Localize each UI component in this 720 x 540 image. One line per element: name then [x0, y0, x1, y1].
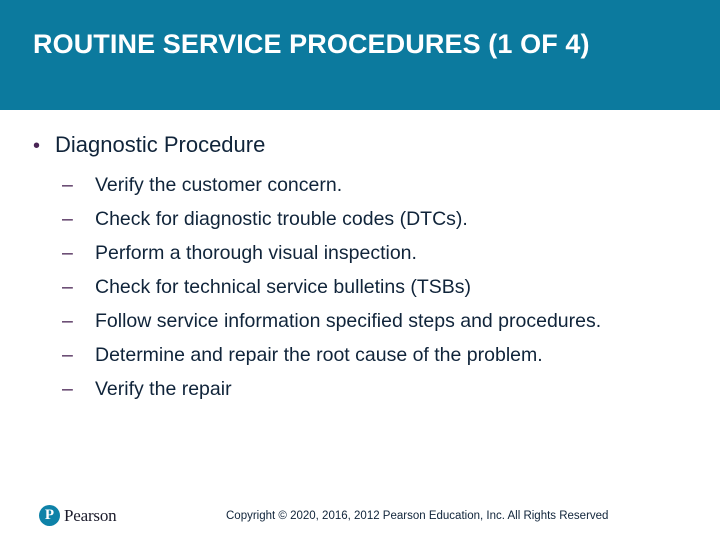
sub-bullet-label: Verify the customer concern.	[95, 174, 343, 196]
copyright-notice: Copyright © 2020, 2016, 2012 Pearson Edu…	[226, 510, 609, 522]
en-dash-icon: –	[62, 310, 73, 332]
en-dash-icon: –	[62, 344, 73, 366]
en-dash-icon: –	[62, 174, 73, 196]
bullet-level1: • Diagnostic Procedure	[0, 130, 690, 161]
sub-bullet-item: –Verify the customer concern.	[0, 168, 700, 202]
sub-bullet-label: Verify the repair	[95, 378, 232, 400]
sub-bullet-item: –Check for technical service bulletins (…	[0, 270, 700, 304]
sub-bullet-item: –Determine and repair the root cause of …	[0, 338, 700, 372]
sub-bullet-label: Perform a thorough visual inspection.	[95, 242, 417, 264]
sub-bullet-item: –Follow service information specified st…	[0, 304, 700, 338]
pearson-wordmark: Pearson	[64, 506, 117, 525]
pearson-p-icon: P	[39, 505, 60, 526]
sub-bullet-label: Check for diagnostic trouble codes (DTCs…	[95, 208, 468, 230]
bullet-dot-icon: •	[33, 135, 41, 157]
en-dash-icon: –	[62, 242, 73, 264]
sub-bullet-item: –Check for diagnostic trouble codes (DTC…	[0, 202, 700, 236]
pearson-logo: P Pearson	[39, 505, 117, 526]
en-dash-icon: –	[62, 276, 73, 298]
sub-bullet-label: Check for technical service bulletins (T…	[95, 276, 472, 298]
en-dash-icon: –	[62, 208, 73, 230]
sub-bullet-item: –Verify the repair	[0, 372, 700, 406]
title-banner: ROUTINE SERVICE PROCEDURES (1 OF 4)	[0, 0, 720, 110]
bullet-level1-row: • Diagnostic Procedure	[0, 130, 690, 161]
slide-footer: P Pearson Copyright © 2020, 2016, 2012 P…	[0, 498, 720, 540]
sub-bullet-label: Determine and repair the root cause of t…	[95, 344, 543, 366]
slide-title: ROUTINE SERVICE PROCEDURES (1 OF 4)	[33, 29, 590, 59]
sub-bullet-item: –Perform a thorough visual inspection.	[0, 236, 700, 270]
bullet-level1-label: Diagnostic Procedure	[55, 132, 266, 157]
sub-bullet-label: Follow service information specified ste…	[95, 310, 602, 332]
sub-bullet-list: –Verify the customer concern.–Check for …	[0, 168, 700, 406]
en-dash-icon: –	[62, 378, 73, 400]
